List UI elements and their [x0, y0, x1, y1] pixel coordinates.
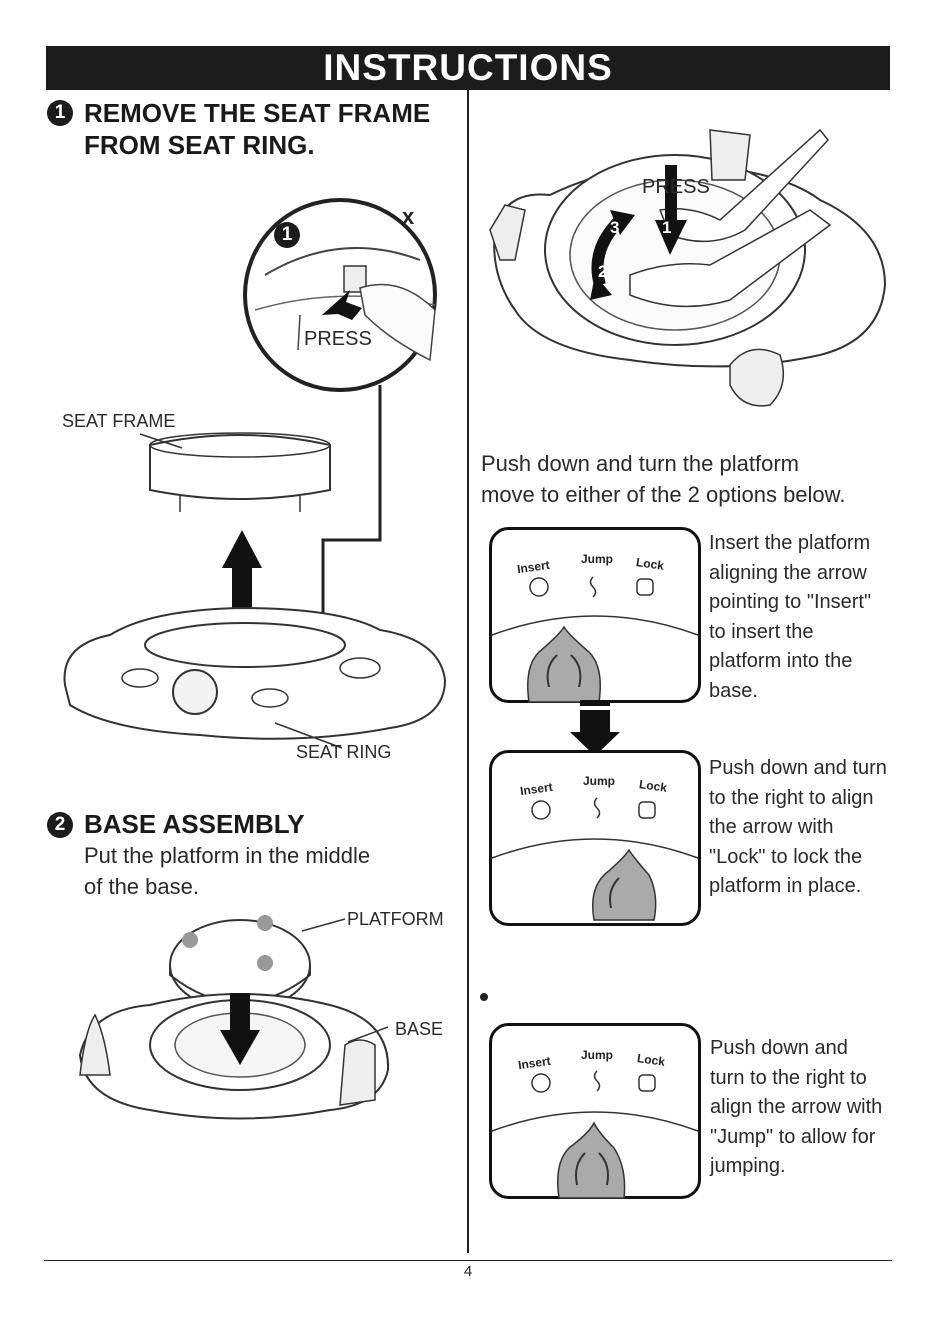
- push-and-turn-illustration: [489, 128, 887, 407]
- intro-line1: Push down and turn the platform: [481, 451, 799, 476]
- arrow-label-3: 3: [610, 218, 620, 237]
- panel-1-line: pointing to "Insert": [709, 591, 872, 613]
- panel-2-line: the arrow with: [709, 816, 834, 838]
- detail-mark: x: [402, 204, 415, 229]
- step-2-line2: of the base.: [84, 874, 199, 899]
- arrow-label-2: 2: [598, 262, 608, 281]
- jump-icon: [589, 576, 597, 598]
- page-number: 4: [463, 1263, 473, 1280]
- seat-frame-label: SEAT FRAME: [62, 411, 176, 431]
- page-title: INSTRUCTIONS: [46, 46, 890, 90]
- press-label-left: PRESS: [304, 328, 372, 350]
- step-1-badge: 1: [47, 100, 73, 126]
- detail-step-badge: 1: [274, 222, 300, 248]
- panel-2-line: Push down and turn: [709, 757, 887, 779]
- step-2-badge: 2: [47, 812, 73, 838]
- panel-3-text: Push down and turn to the right to align…: [710, 1034, 882, 1182]
- press-label-right: PRESS: [642, 176, 710, 198]
- panel-1-line: aligning the arrow: [709, 561, 867, 584]
- next-step-arrow-icon: [570, 700, 620, 756]
- dial-panel-jump: [489, 1023, 701, 1199]
- base-assembly-illustration: [78, 915, 390, 1120]
- detail-circle: [243, 198, 437, 392]
- panel-3-line: "Jump" to allow for: [710, 1125, 876, 1148]
- panel-1-line: platform into the: [709, 650, 853, 672]
- step-1-title-line1: REMOVE THE SEAT FRAME: [84, 98, 431, 128]
- dial-label-jump: Jump: [581, 552, 614, 566]
- column-divider: [467, 90, 469, 1253]
- insert-icon: [531, 800, 551, 820]
- lock-icon: [636, 578, 654, 596]
- seat-frame-drawing: [149, 434, 331, 500]
- dial-label-jump: Jump: [583, 774, 616, 788]
- jump-icon: [593, 797, 601, 819]
- intro-line2: move to either of the 2 options below.: [481, 482, 846, 507]
- press-down-arrow-icon: [655, 165, 687, 255]
- panel-2-line: "Lock" to lock the: [709, 845, 863, 868]
- dial-panel-lock: [489, 750, 701, 926]
- press-arrow-icon: [322, 290, 362, 320]
- insert-icon: [531, 1073, 551, 1093]
- footer-rule: [44, 1260, 892, 1261]
- platform-arrow-icon: [527, 625, 601, 703]
- panel-3-line: Push down and: [710, 1037, 848, 1059]
- arrow-label-1: 1: [662, 218, 672, 237]
- dial-label-jump: Jump: [581, 1048, 614, 1062]
- panel-1-line: to insert the: [709, 620, 814, 643]
- step-1-title-line2: FROM SEAT RING.: [84, 130, 315, 160]
- base-label: BASE: [395, 1019, 444, 1039]
- panel-2-text: Push down and turn to the right to align…: [709, 754, 887, 902]
- insert-icon: [529, 577, 549, 597]
- detail-connector: [321, 385, 382, 638]
- panel-3-line: align the arrow with: [710, 1096, 883, 1118]
- dial-panel-insert: [489, 527, 701, 703]
- place-down-arrow-icon: [220, 993, 260, 1065]
- panel-3-line: turn to the right to: [710, 1066, 867, 1089]
- panel-1-line: base.: [709, 679, 758, 702]
- lock-icon: [638, 1074, 656, 1092]
- bullet-dot: [480, 993, 488, 1001]
- panel-1-text: Insert the platform aligning the arrow p…: [709, 529, 871, 706]
- platform-arrow-icon: [592, 848, 657, 921]
- step-2-title: BASE ASSEMBLY: [84, 809, 305, 839]
- step-2-line1: Put the platform in the middle: [84, 843, 371, 868]
- platform-label: PLATFORM: [347, 909, 444, 929]
- seat-frame-removal-illustration: [63, 198, 447, 749]
- panel-2-line: platform in place.: [709, 875, 862, 897]
- panel-2-line: to the right to align: [709, 786, 874, 809]
- panel-1-line: Insert the platform: [709, 532, 871, 554]
- jump-icon: [593, 1070, 601, 1092]
- lock-icon: [638, 801, 656, 819]
- panel-3-line: jumping.: [710, 1155, 786, 1177]
- seat-ring-label: SEAT RING: [296, 742, 392, 762]
